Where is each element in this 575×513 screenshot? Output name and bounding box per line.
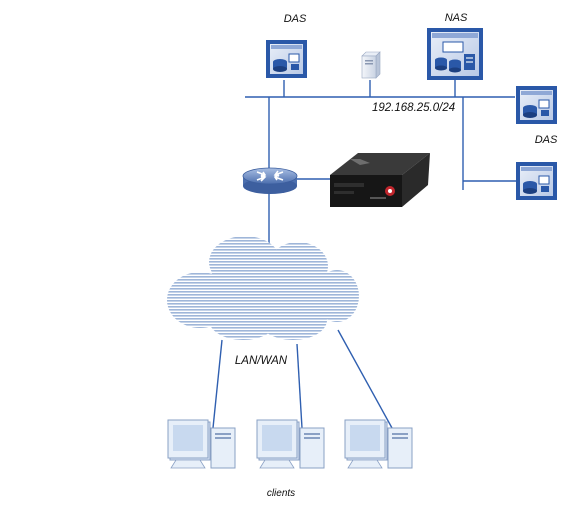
connection-lines	[212, 80, 516, 429]
das-top-label: DAS	[284, 13, 307, 25]
rack-appliance-icon	[330, 153, 430, 207]
client3-link	[337, 329, 393, 429]
cloud-label: LAN/WAN	[235, 355, 288, 367]
client2-link	[296, 343, 303, 429]
lan-wan-cloud-icon	[167, 236, 359, 340]
nas-storage-icon	[427, 28, 483, 80]
subnet-label: 192.168.25.0/24	[372, 102, 455, 114]
das-right-label: DAS	[535, 134, 558, 146]
client1-link	[212, 339, 223, 429]
das-right-upper-storage-icon	[516, 86, 557, 124]
tower-server-icon	[361, 51, 381, 79]
das-right-lower-storage-icon	[516, 162, 557, 200]
client-computer-1	[167, 419, 236, 469]
client-computer-2	[256, 419, 325, 469]
nas-label: NAS	[445, 12, 468, 24]
router-icon	[242, 167, 298, 194]
das-top-storage-icon	[266, 40, 307, 78]
clients-label: clients	[267, 488, 295, 499]
client-computer-3	[344, 419, 413, 469]
